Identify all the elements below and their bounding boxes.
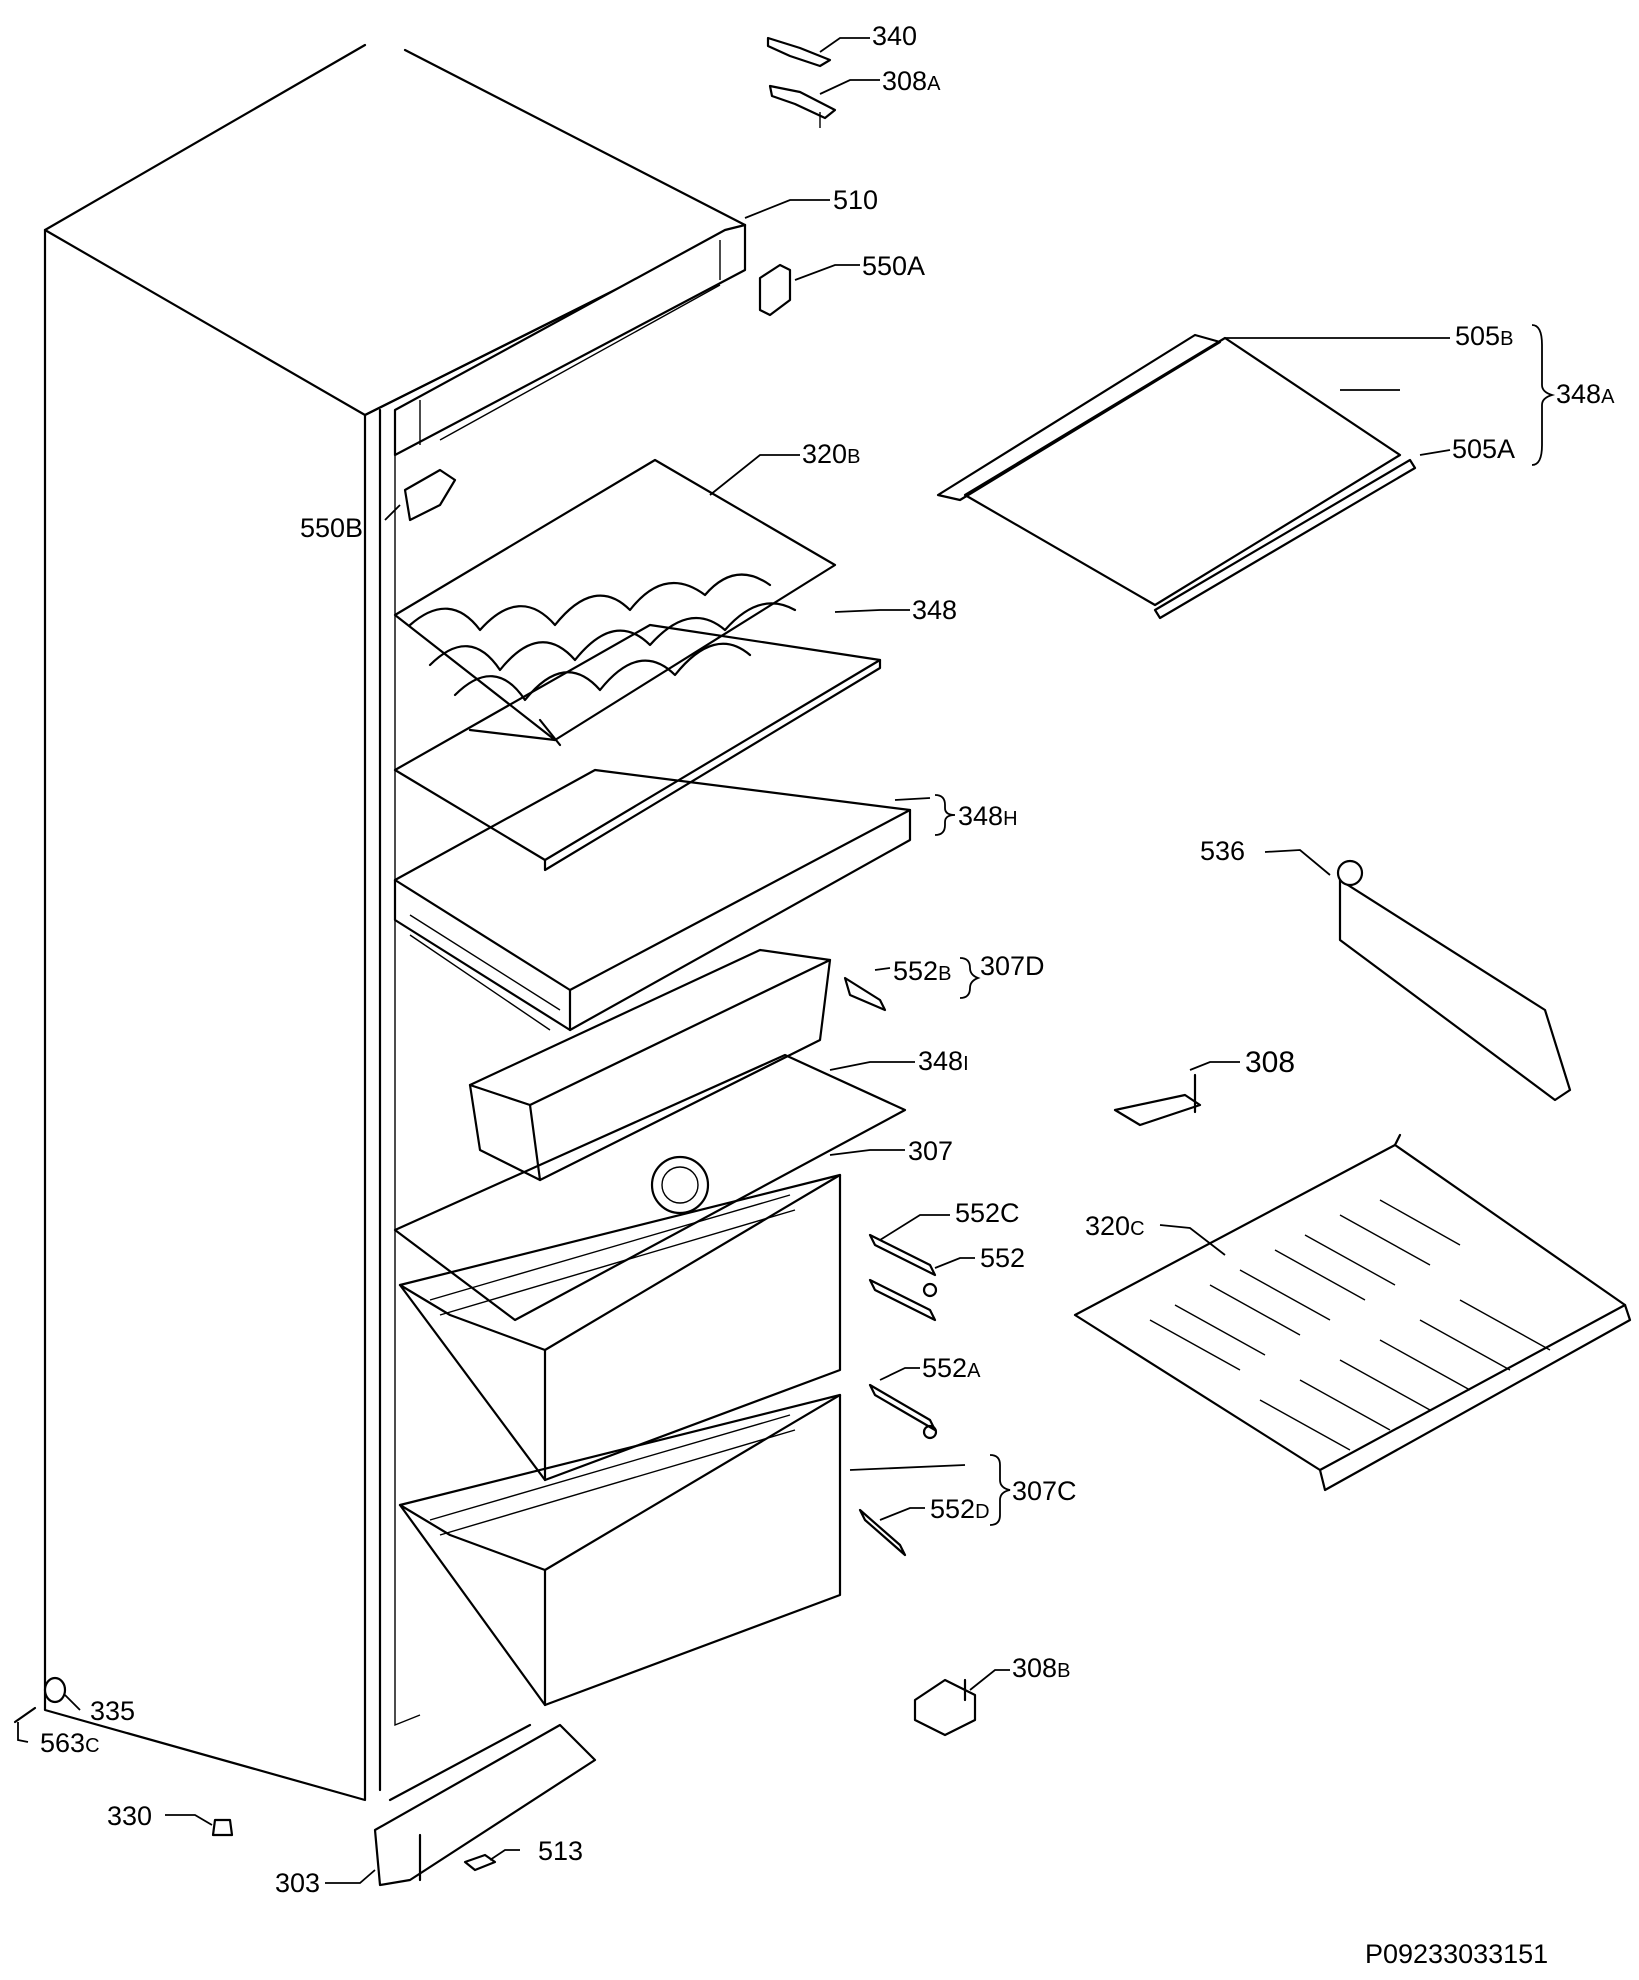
part-307C-freezer-drawer-lower: [398, 1393, 842, 1707]
part-513-clip: [463, 1853, 497, 1872]
drawing-code: P09233033151: [1365, 1939, 1548, 1969]
part-303-plinth: [373, 1723, 597, 1887]
callout-labels: 340 308A 510 550A 505B 348A 505A 320B 55…: [40, 21, 1615, 1898]
part-552A-rail: [868, 1383, 938, 1440]
callout-552D: 552D: [930, 1494, 990, 1524]
callout-552A: 552A: [922, 1353, 981, 1383]
callout-308: 308: [1245, 1046, 1295, 1079]
callout-552: 552: [980, 1243, 1025, 1273]
part-348A-glass-shelf: [936, 333, 1417, 620]
callout-550A: 550A: [862, 251, 925, 281]
part-552D-rail: [858, 1508, 907, 1557]
callout-308A: 308A: [882, 66, 941, 96]
tray-slots: [1149, 1199, 1551, 1451]
part-340-hinge-cover: [766, 36, 832, 68]
leader-lines: [17, 37, 1556, 1884]
part-550A-bracket: [758, 263, 792, 317]
part-536-divider: [1336, 859, 1572, 1102]
part-320C-tray: [1073, 1133, 1632, 1492]
part-308B-hinge: [913, 1678, 977, 1737]
callout-552B: 552B: [893, 956, 951, 986]
callout-550B: 550B: [300, 513, 363, 543]
cabinet-body: [43, 43, 747, 1802]
callout-307C: 307C: [1012, 1476, 1077, 1506]
part-320B-wine-rack: [393, 458, 837, 747]
callout-510: 510: [833, 185, 878, 215]
callout-348I: 348I: [918, 1046, 969, 1076]
callout-563C: 563C: [40, 1728, 100, 1758]
callout-348H: 348H: [958, 801, 1018, 831]
part-510-top-cover: [393, 223, 747, 457]
part-307-freezer-drawer-upper: [398, 1173, 842, 1482]
callout-505B: 505B: [1455, 321, 1513, 351]
callout-536: 536: [1200, 836, 1245, 866]
part-552-rail: [868, 1278, 938, 1322]
callout-320B: 320B: [802, 439, 860, 469]
callout-348A: 348A: [1556, 379, 1615, 409]
part-552B-rail: [843, 976, 887, 1012]
callout-330: 330: [107, 1801, 152, 1831]
callout-335: 335: [90, 1696, 135, 1726]
part-307D-crisper-drawer: [468, 948, 832, 1182]
part-308-hinge: [1113, 1073, 1202, 1127]
part-335-bushing: [43, 1676, 67, 1704]
part-552C-rail: [868, 1233, 937, 1277]
callout-308B: 308B: [1012, 1653, 1070, 1683]
callout-303: 303: [275, 1868, 320, 1898]
part-550B-bracket: [403, 468, 457, 522]
callout-307D: 307D: [980, 951, 1045, 981]
callout-307: 307: [908, 1136, 953, 1166]
part-308A-hinge: [768, 84, 837, 128]
callout-340: 340: [872, 21, 917, 51]
part-330-adjustable-foot: [211, 1818, 234, 1837]
callout-320C: 320C: [1085, 1211, 1145, 1241]
part-563C-pin: [13, 1706, 37, 1724]
callout-513: 513: [538, 1836, 583, 1866]
callout-505A: 505A: [1452, 434, 1515, 464]
callout-552C: 552C: [955, 1198, 1020, 1228]
callout-348: 348: [912, 595, 957, 625]
part-348H-shelf-assembly: [393, 768, 912, 1032]
part-348I-cover-plate: [393, 1053, 907, 1322]
part-348-glass-shelf: [393, 623, 882, 872]
